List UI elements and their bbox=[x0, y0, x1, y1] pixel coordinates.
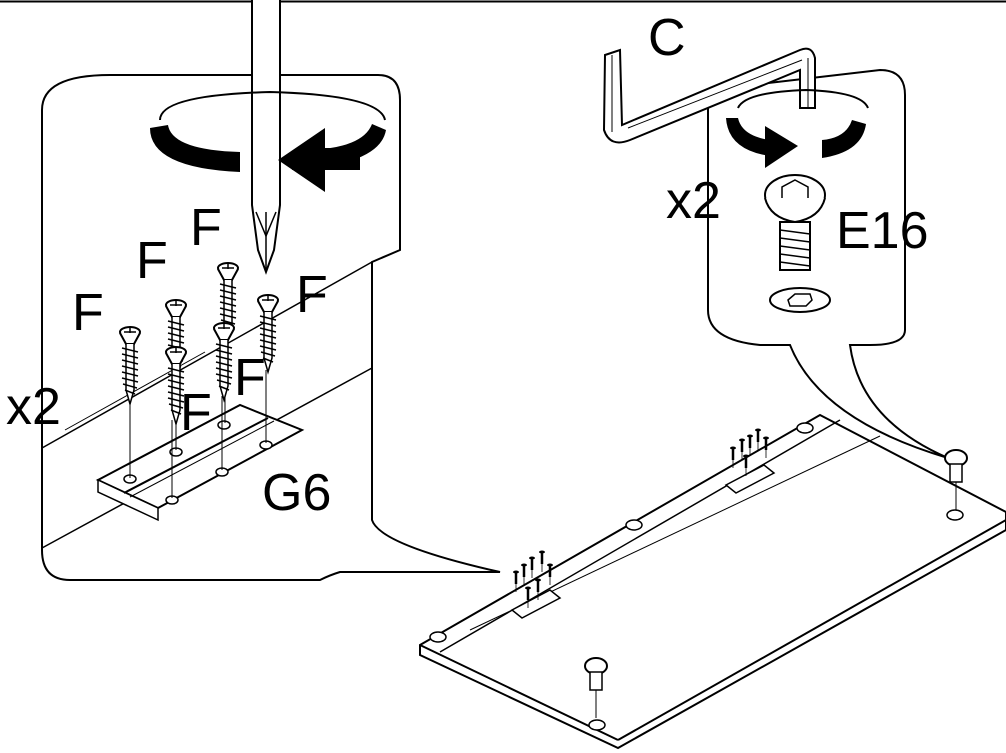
label-f: F bbox=[234, 349, 266, 407]
label-bolt-quantity: x2 bbox=[666, 172, 721, 230]
panel-bolts bbox=[584, 449, 968, 718]
label-f: F bbox=[190, 199, 222, 257]
label-e16: E16 bbox=[836, 202, 929, 260]
counterclockwise-arrow-icon bbox=[150, 90, 386, 192]
bolt-callout bbox=[707, 68, 949, 459]
label-c: C bbox=[648, 9, 686, 67]
label-g6: G6 bbox=[262, 464, 331, 522]
label-hinge-quantity: x2 bbox=[6, 378, 61, 436]
clockwise-arrow-icon bbox=[726, 88, 869, 168]
bolt-e16 bbox=[764, 174, 831, 313]
panel-board bbox=[419, 413, 1006, 750]
label-group-right: C x2 E16 bbox=[648, 9, 929, 260]
label-f: F bbox=[136, 232, 168, 290]
label-f: F bbox=[296, 266, 328, 324]
label-group-left: F F F F F F x2 G6 bbox=[6, 199, 331, 522]
label-f: F bbox=[72, 284, 104, 342]
label-f: F bbox=[180, 384, 212, 442]
hinge-plate bbox=[95, 335, 305, 522]
hex-key bbox=[602, 47, 816, 144]
screwdriver bbox=[251, 0, 281, 275]
